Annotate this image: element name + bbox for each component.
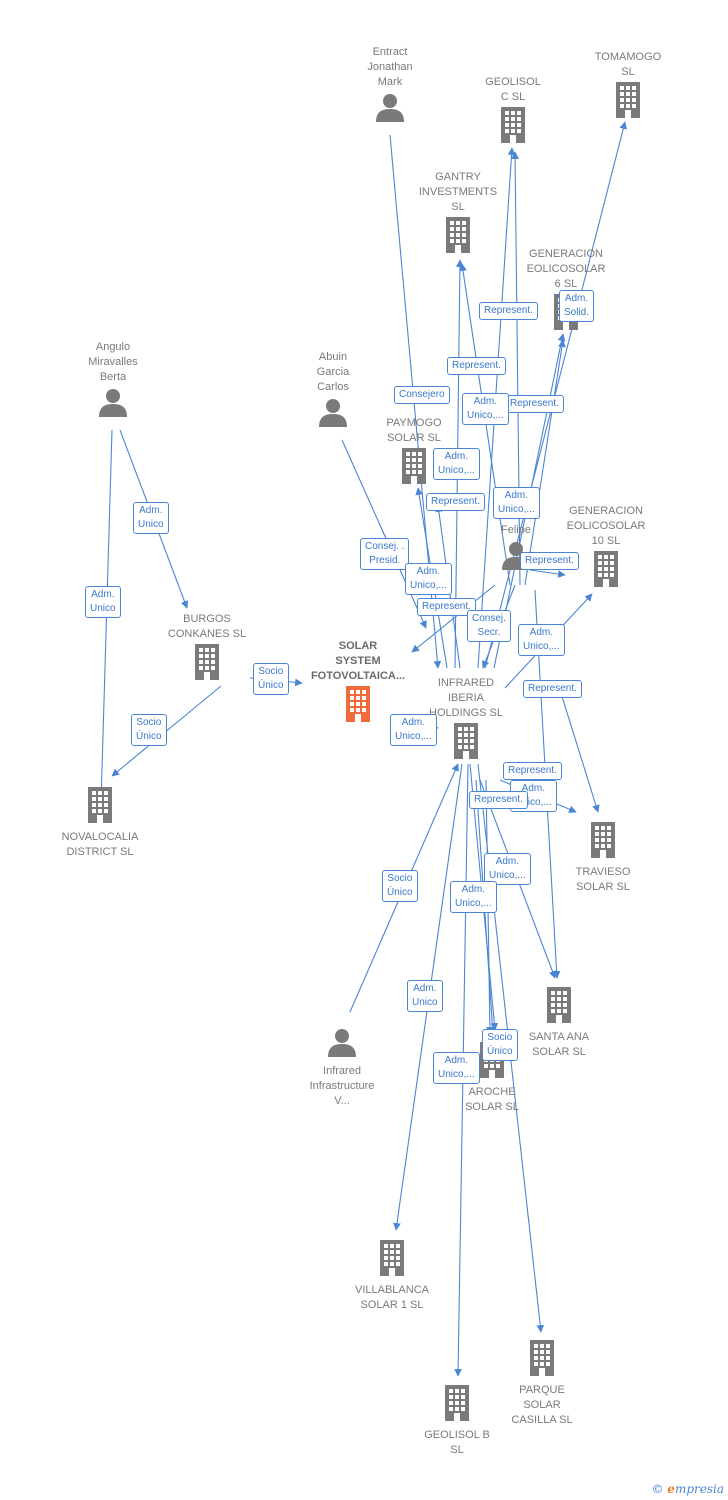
building-icon xyxy=(541,551,671,592)
edge-label[interactable]: Adm. Unico,... xyxy=(450,881,497,913)
node-novalocalia[interactable]: NOVALOCALIA DISTRICT SL xyxy=(35,785,165,860)
edge-label[interactable]: Represent. xyxy=(479,302,538,320)
node-label: Entract Jonathan Mark xyxy=(367,46,413,88)
building-icon xyxy=(401,723,531,764)
edge-label[interactable]: Represent. xyxy=(505,395,564,413)
building-icon xyxy=(563,82,693,123)
building-icon xyxy=(477,1340,607,1381)
node-abuin[interactable]: Abuin Garcia Carlos xyxy=(268,350,398,434)
building-icon xyxy=(349,448,479,489)
building-icon xyxy=(392,1385,522,1426)
node-label: SANTA ANA SOLAR SL xyxy=(528,1031,590,1058)
edge-label[interactable]: Represent. xyxy=(523,680,582,698)
edge-label[interactable]: Consej. Secr. xyxy=(467,610,511,642)
person-icon xyxy=(325,92,455,127)
edge-label[interactable]: Adm. Unico xyxy=(133,502,169,534)
node-entract[interactable]: Entract Jonathan Mark xyxy=(325,45,455,129)
node-label: GENERACION EOLICOSOLAR 10 SL xyxy=(566,505,646,547)
building-icon xyxy=(448,107,578,148)
node-gantry[interactable]: GANTRY INVESTMENTS SL xyxy=(393,170,523,260)
node-label: SOLAR SYSTEM FOTOVOLTAICA... xyxy=(310,640,406,682)
copyright-symbol: © xyxy=(651,1482,664,1496)
brand-footer[interactable]: © empresia xyxy=(651,1482,724,1496)
edge-label[interactable]: Adm. Unico,... xyxy=(493,487,540,519)
node-label: GENERACION EOLICOSOLAR 6 SL xyxy=(526,248,606,290)
edge-label[interactable]: Adm. Unico,... xyxy=(390,714,437,746)
node-geolisolc[interactable]: GEOLISOL C SL xyxy=(448,75,578,150)
building-icon xyxy=(494,987,624,1028)
edge-label[interactable]: Represent. xyxy=(503,762,562,780)
node-label: TRAVIESO SOLAR SL xyxy=(575,866,631,893)
edge-label[interactable]: Adm. Unico,... xyxy=(484,853,531,885)
node-label: VILLABLANCA SOLAR 1 SL xyxy=(355,1284,429,1311)
node-label: NOVALOCALIA DISTRICT SL xyxy=(61,831,139,858)
building-icon xyxy=(327,1240,457,1281)
person-icon xyxy=(48,387,178,422)
node-label: PAYMOGO SOLAR SL xyxy=(386,417,442,444)
edge-label[interactable]: Adm. Unico,... xyxy=(405,563,452,595)
edge-label[interactable]: Adm. Unico,... xyxy=(518,624,565,656)
edge-line xyxy=(341,439,427,629)
node-label: GEOLISOL B SL xyxy=(424,1429,490,1456)
edge-label[interactable]: Represent. xyxy=(447,357,506,375)
node-infrared[interactable]: INFRARED IBERIA HOLDINGS SL xyxy=(401,676,531,766)
edge-label[interactable]: Socio Único xyxy=(382,870,418,902)
node-infrastructure[interactable]: Infrared Infrastructure V... xyxy=(277,1025,407,1109)
node-label: Infrared Infrastructure V... xyxy=(309,1065,375,1107)
edge-label[interactable]: Adm. Unico xyxy=(407,980,443,1012)
edge-label[interactable]: Adm. Unico,... xyxy=(462,393,509,425)
building-icon xyxy=(538,822,668,863)
person-icon xyxy=(277,1027,407,1062)
building-icon xyxy=(293,686,423,727)
node-geolisolb[interactable]: GEOLISOL B SL xyxy=(392,1383,522,1458)
node-santaana[interactable]: SANTA ANA SOLAR SL xyxy=(494,985,624,1060)
node-label: GANTRY INVESTMENTS SL xyxy=(418,171,498,213)
building-icon xyxy=(393,217,523,258)
node-label: PARQUE SOLAR CASILLA SL xyxy=(511,1384,573,1426)
node-label: Angulo Miravalles Berta xyxy=(88,341,138,383)
node-tomamogo[interactable]: TOMAMOGO SL xyxy=(563,50,693,125)
person-icon xyxy=(268,397,398,432)
edge-label[interactable]: Adm. Solid. xyxy=(559,290,595,322)
node-label: TOMAMOGO SL xyxy=(594,51,662,78)
edge-line xyxy=(559,689,600,813)
node-villablanca[interactable]: VILLABLANCA SOLAR 1 SL xyxy=(327,1238,457,1313)
edge-label[interactable]: Socio Único xyxy=(131,714,167,746)
node-label: Felipe xyxy=(501,524,531,536)
brand-logo-text: mpresia xyxy=(674,1482,724,1496)
node-label: AROCHE SOLAR SL xyxy=(465,1086,519,1113)
edge-line xyxy=(529,569,566,578)
edge-line xyxy=(524,339,566,586)
edge-label[interactable]: Socio Único xyxy=(482,1029,518,1061)
edge-label[interactable]: Represent. xyxy=(469,791,528,809)
edge-label[interactable]: Adm. Unico,... xyxy=(433,1052,480,1084)
edge-label[interactable]: Consej. . Presid. xyxy=(360,538,410,570)
node-label: Abuin Garcia Carlos xyxy=(316,351,350,393)
edge-label[interactable]: Socio Único xyxy=(253,663,289,695)
edge-label[interactable]: Adm. Unico,... xyxy=(433,448,480,480)
edge-label[interactable]: Represent. xyxy=(417,598,476,616)
edge-label[interactable]: Represent. xyxy=(520,552,579,570)
node-parque[interactable]: PARQUE SOLAR CASILLA SL xyxy=(477,1338,607,1428)
edge-label[interactable]: Represent. xyxy=(426,493,485,511)
brand-logo-e: e xyxy=(667,1482,675,1496)
edge-label[interactable]: Adm. Unico xyxy=(85,586,121,618)
node-travieso[interactable]: TRAVIESO SOLAR SL xyxy=(538,820,668,895)
node-label: INFRARED IBERIA HOLDINGS SL xyxy=(429,677,503,719)
building-icon xyxy=(35,787,165,828)
edge-label[interactable]: Consejero xyxy=(394,386,450,404)
node-solar[interactable]: SOLAR SYSTEM FOTOVOLTAICA... xyxy=(293,639,423,729)
node-paymogo[interactable]: PAYMOGO SOLAR SL xyxy=(349,416,479,491)
node-angulo[interactable]: Angulo Miravalles Berta xyxy=(48,340,178,424)
node-gen10[interactable]: GENERACION EOLICOSOLAR 10 SL xyxy=(541,504,671,594)
node-label: GEOLISOL C SL xyxy=(485,76,541,103)
node-label: BURGOS CONKANES SL xyxy=(167,613,247,640)
node-burgos[interactable]: BURGOS CONKANES SL xyxy=(142,612,272,687)
building-icon xyxy=(142,644,272,685)
